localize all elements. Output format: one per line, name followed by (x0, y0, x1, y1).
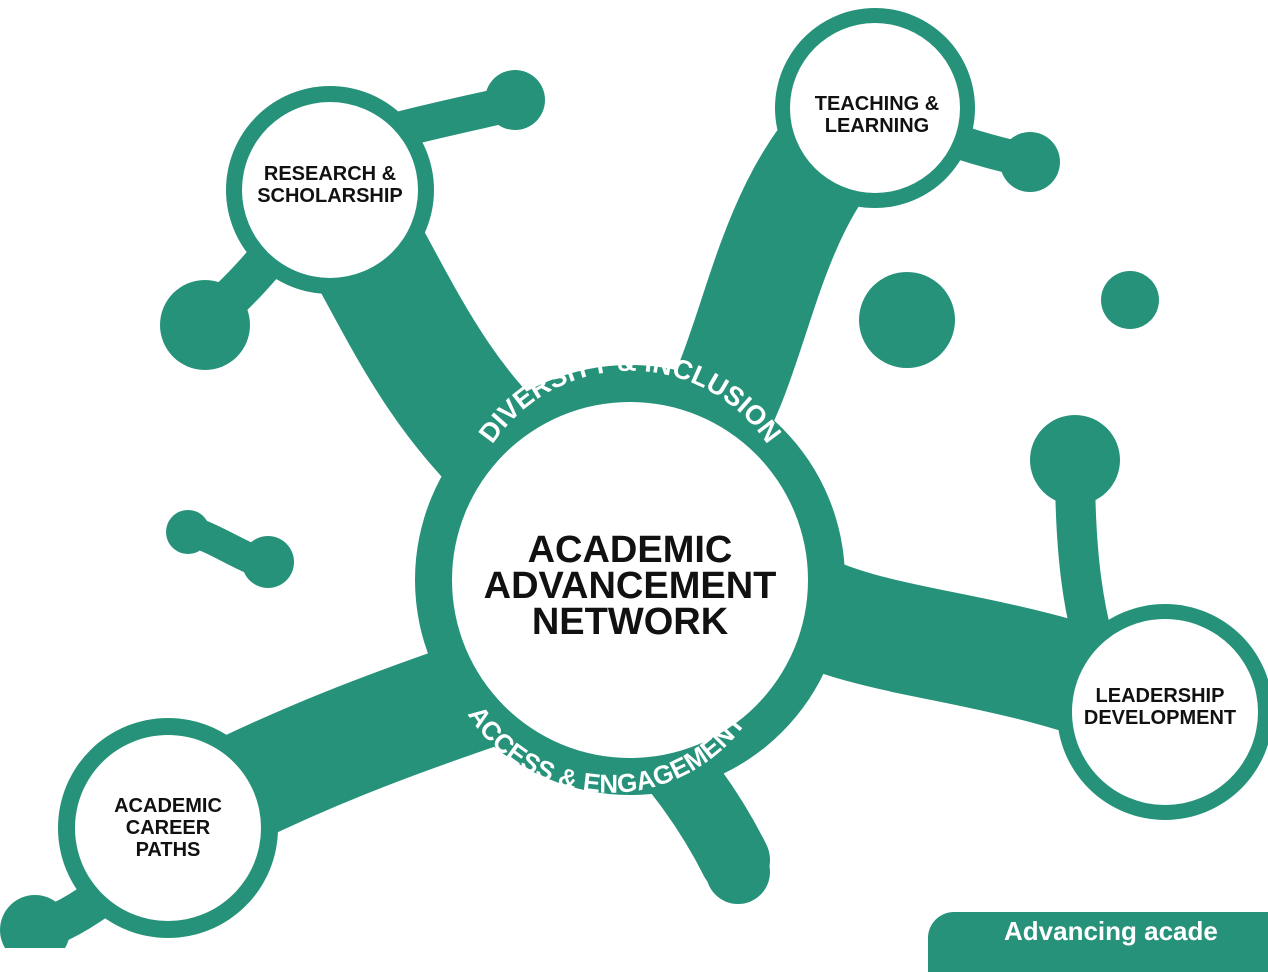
center-disc (452, 402, 808, 758)
teaching-line2: LEARNING (825, 115, 929, 137)
leadership-line1: LEADERSHIP (1096, 685, 1225, 707)
center-line1: ACADEMIC (528, 529, 733, 571)
career-line2: CAREER (126, 817, 211, 839)
knob-lower (706, 840, 770, 904)
center-line3: NETWORK (532, 601, 729, 643)
knob-career-left (0, 895, 70, 948)
dumbbell-right (242, 536, 294, 588)
node-discs (75, 23, 1258, 921)
career-disc (75, 735, 261, 921)
node-leadership: LEADERSHIP DEVELOPMENT (1084, 685, 1236, 729)
network-diagram: DIVERSITY & INCLUSION ACCESS & ENGAGEMEN… (0, 8, 1268, 948)
career-line3: PATHS (136, 839, 201, 861)
detached-shapes (166, 271, 1159, 588)
teaching-line1: TEACHING & (815, 93, 939, 115)
research-line1: RESEARCH & (264, 163, 396, 185)
center-label: ACADEMIC ADVANCEMENT NETWORK (484, 529, 777, 643)
knob-research-left (160, 280, 250, 370)
research-line2: SCHOLARSHIP (257, 185, 403, 207)
career-line1: ACADEMIC (114, 795, 222, 817)
dot-small (1101, 271, 1159, 329)
tagline-banner: Advancing acade (928, 912, 1268, 972)
node-career: ACADEMIC CAREER PATHS (114, 795, 222, 861)
knob-teaching-right (1000, 132, 1060, 192)
knob-leadership-top (1030, 415, 1120, 505)
dot-large (859, 272, 955, 368)
leadership-disc (1072, 619, 1258, 805)
teaching-disc (790, 23, 960, 193)
center-line2: ADVANCEMENT (484, 565, 777, 607)
leadership-line2: DEVELOPMENT (1084, 707, 1236, 729)
node-research: RESEARCH & SCHOLARSHIP (257, 163, 403, 207)
knob-research-top (485, 70, 545, 130)
research-disc (242, 102, 418, 278)
node-teaching: TEACHING & LEARNING (815, 93, 939, 137)
dumbbell-left (166, 510, 210, 554)
